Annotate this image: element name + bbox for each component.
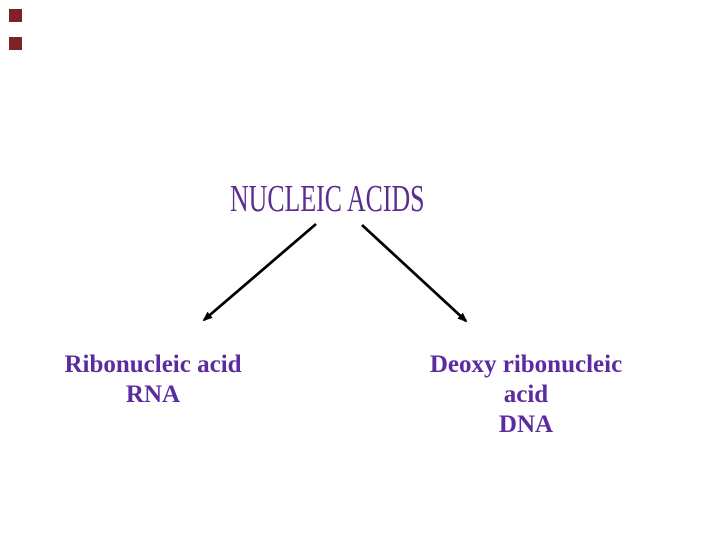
- slide-title: NUCLEIC ACIDS: [230, 178, 425, 220]
- branch-right: Deoxy ribonucleic acid DNA: [406, 350, 646, 440]
- branch-left-name: Ribonucleic acid: [64, 351, 242, 378]
- branch-left: Ribonucleic acid RNA: [43, 350, 263, 410]
- branch-right-name: Deoxy ribonucleic acid: [429, 351, 623, 408]
- corner-square-icon: [9, 37, 22, 50]
- branch-left-abbr: RNA: [125, 381, 181, 408]
- arrow-down-left-icon: [202, 222, 317, 322]
- arrow-down-right-icon: [361, 223, 468, 323]
- branch-right-abbr: DNA: [498, 411, 554, 438]
- corner-square-icon: [9, 9, 22, 22]
